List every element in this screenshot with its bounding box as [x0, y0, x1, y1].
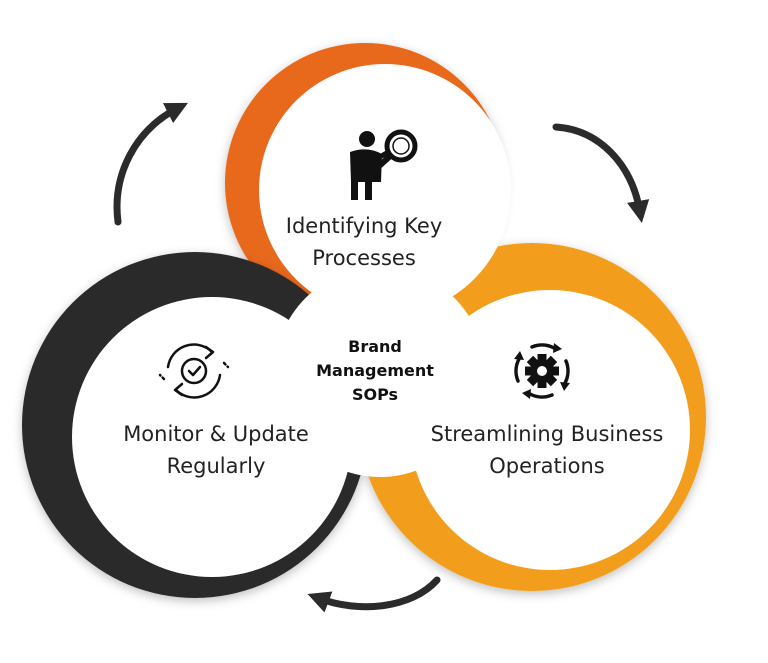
stage-label-identifying: Identifying Key Processes — [244, 210, 484, 274]
stage-label-monitor: Monitor & Update Regularly — [96, 418, 336, 482]
gear-cycle-icon — [514, 343, 570, 399]
arrow-bottom — [307, 576, 441, 613]
stage-label-line: Operations — [489, 454, 605, 478]
center-title-line: Brand — [348, 337, 402, 356]
center-title-line: Management — [316, 361, 434, 380]
stage-label-line: Processes — [312, 246, 416, 270]
stage-label-streamlining: Streamlining Business Operations — [402, 418, 692, 482]
stage-label-line: Monitor & Update — [123, 422, 309, 446]
disc-top — [259, 64, 511, 316]
stage-label-line: Regularly — [166, 454, 266, 478]
person-magnifier-icon — [350, 129, 418, 200]
refresh-check-icon — [158, 343, 230, 399]
center-title-line: SOPs — [351, 385, 399, 404]
center-hub — [275, 267, 485, 477]
arrow-up-left — [113, 102, 188, 226]
center-title: Brand Management SOPs — [290, 335, 460, 407]
stage-label-line: Streamlining Business — [430, 422, 664, 446]
arrow-top-right — [552, 123, 650, 224]
stage-label-line: Identifying Key — [285, 214, 443, 238]
